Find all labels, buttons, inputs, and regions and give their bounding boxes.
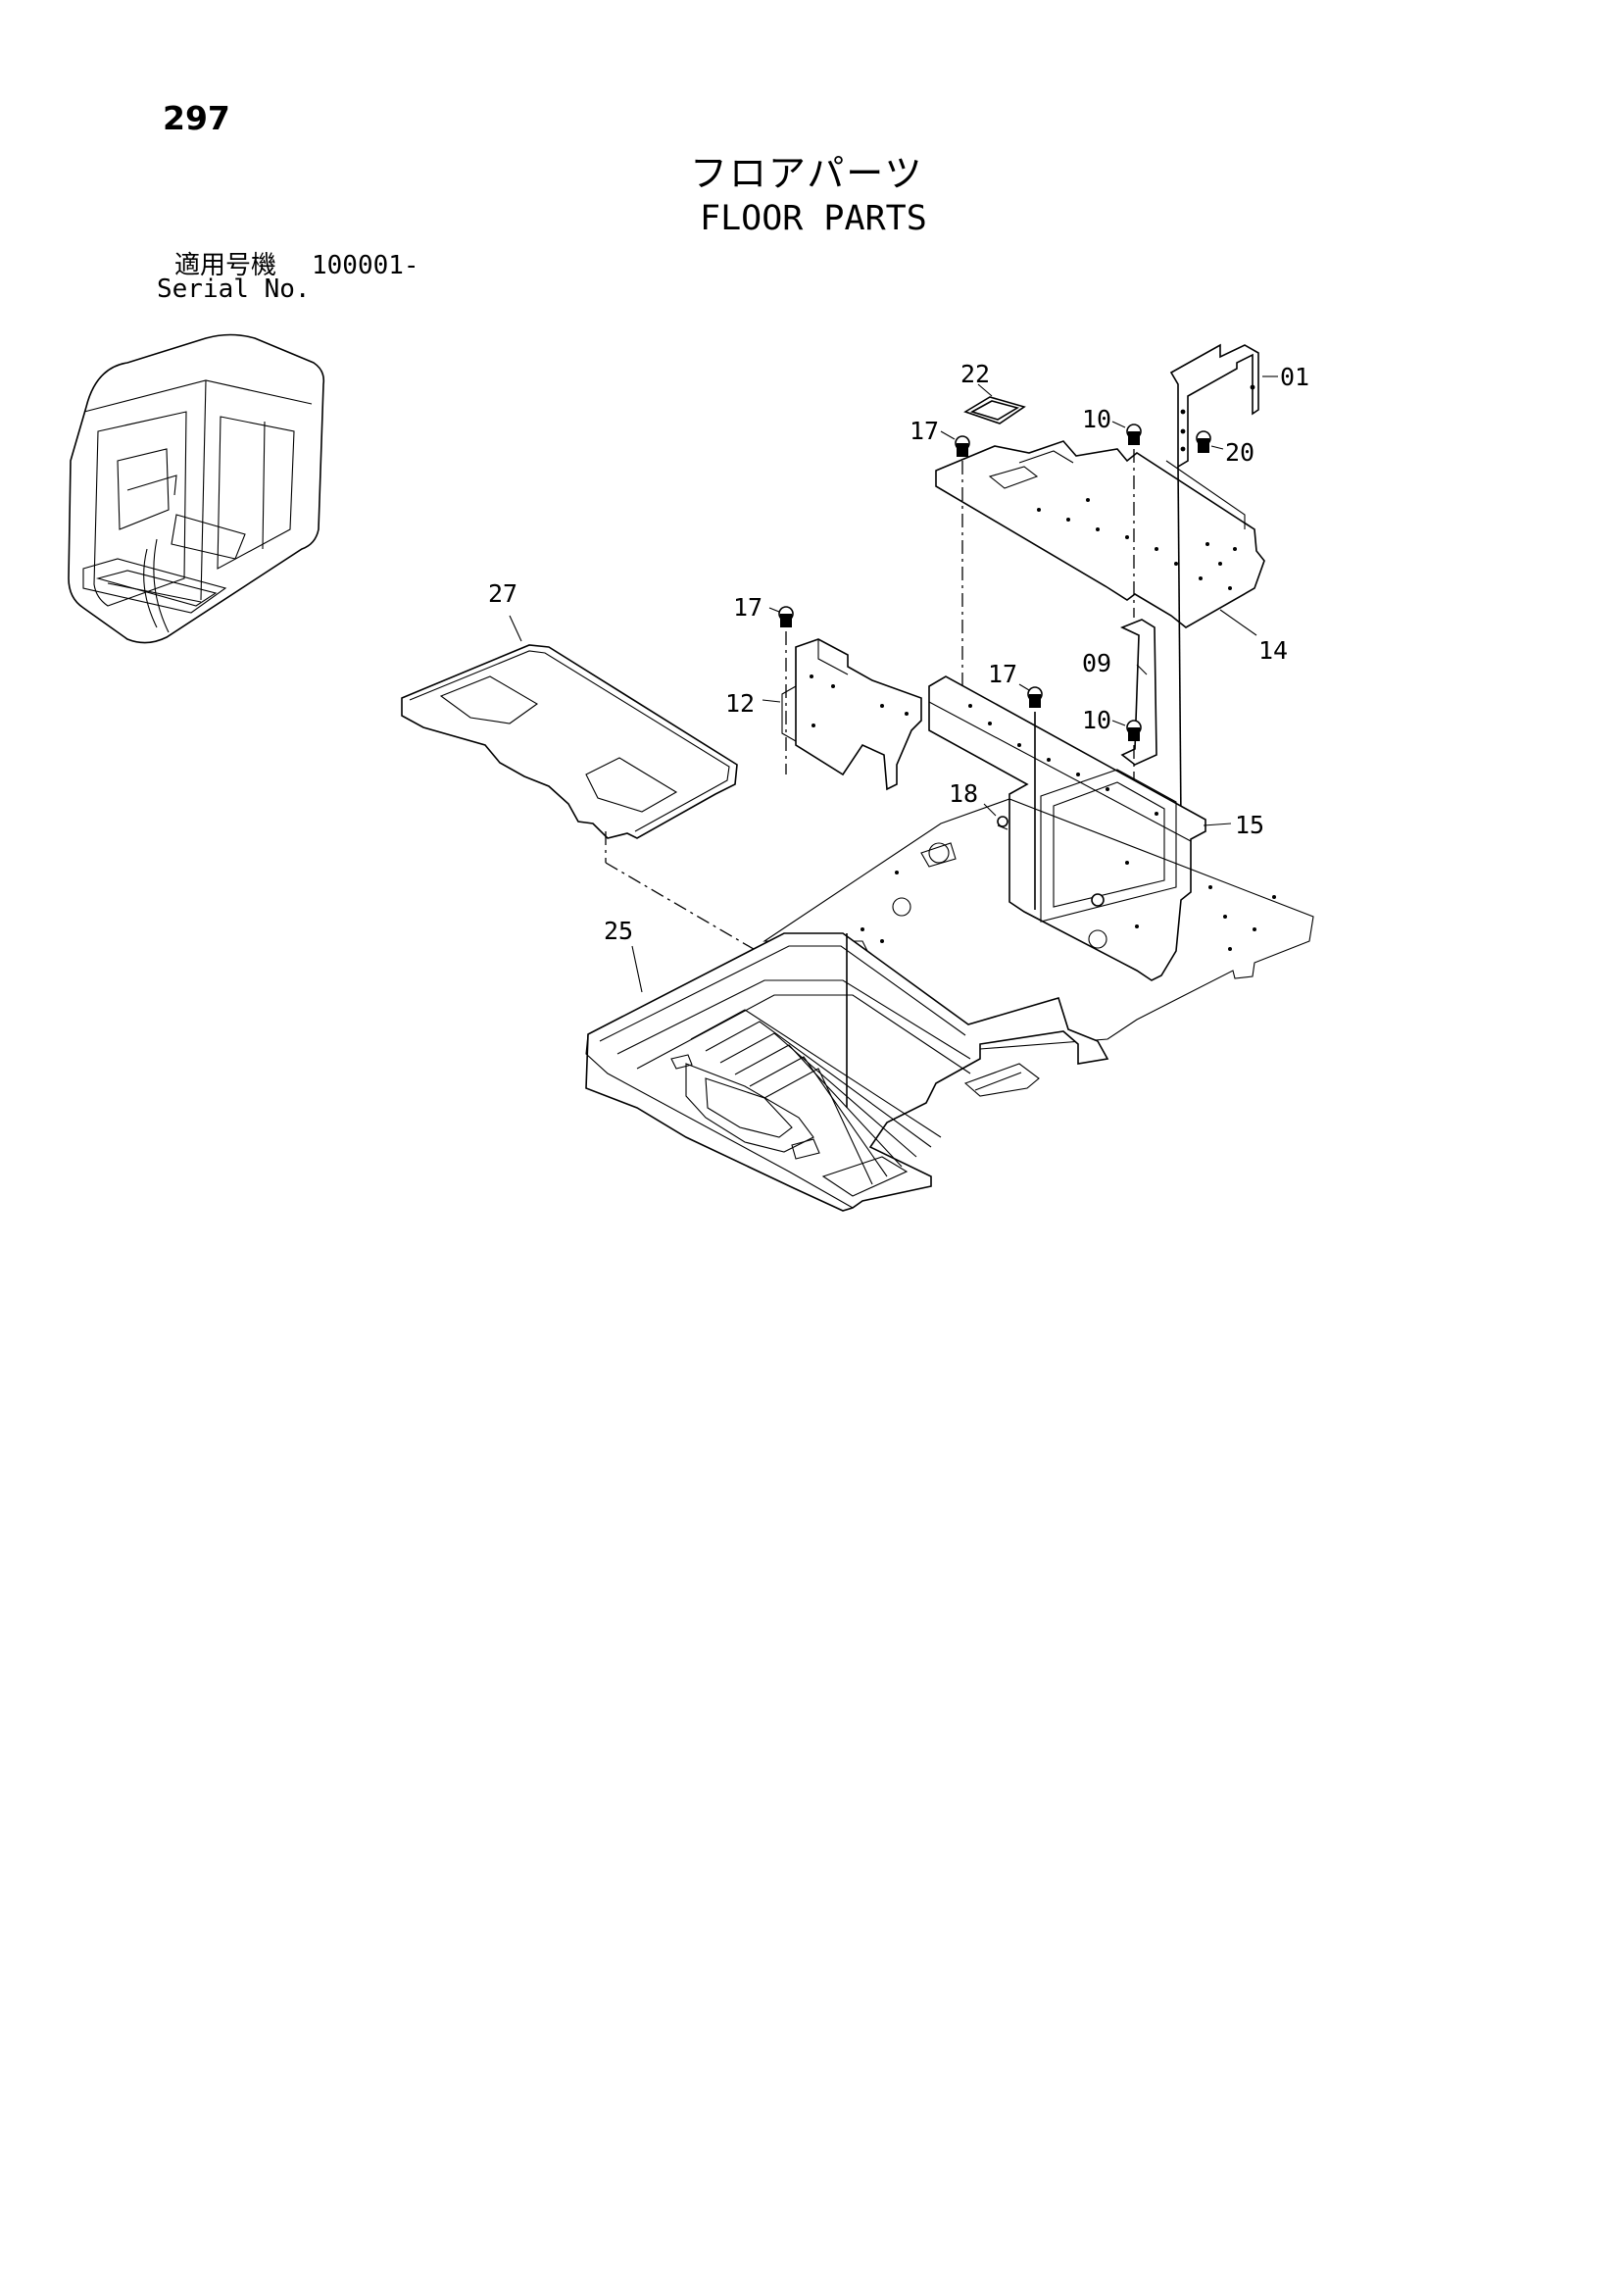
callout-09: 09 [1082,649,1111,677]
cab-thumbnail [68,333,325,644]
callout-27: 27 [488,579,517,608]
part-17-screw-c [1018,683,1043,910]
serial-range: 100001- [312,251,419,280]
part-17-screw-b [768,606,794,774]
callout-20: 20 [1225,438,1254,467]
title-japanese: フロアパーツ [690,152,924,195]
callout-12: 12 [725,689,755,718]
callout-14: 14 [1258,636,1288,665]
serial-label-japanese: 適用号機 [174,251,277,280]
part-12-side-panel [762,638,922,791]
callout-10: 10 [1082,706,1111,734]
part-25-floor-tray [585,932,1109,1212]
part-14-upper-plate [935,440,1265,636]
part-20-bolt [1196,430,1224,453]
callout-01: 01 [1280,363,1309,391]
callout-18: 18 [949,779,978,808]
part-10-screw-a [1111,421,1142,618]
part-27-floor-mat [401,615,842,1001]
part-15-frame [928,675,1232,981]
leader-01-to-15 [1177,466,1182,824]
page-number: 297 [163,99,230,137]
part-18-clip [983,803,1008,830]
part-17-screw-a [940,430,970,686]
callout-22: 22 [960,360,990,388]
callout-labels: 01 20 22 17 10 14 27 17 12 17 09 10 18 1… [488,360,1309,945]
callout-17: 17 [733,593,762,622]
part-09-bar [1119,619,1157,766]
part-01-bracket [1169,343,1278,469]
callout-17: 17 [988,660,1017,688]
callout-25: 25 [604,917,633,945]
callout-15: 15 [1235,811,1264,839]
callout-10: 10 [1082,405,1111,433]
callout-17: 17 [910,417,939,445]
serial-label-english: Serial No. [157,275,311,304]
title-english: FLOOR PARTS [700,199,927,238]
part-22-cover [963,383,1026,424]
